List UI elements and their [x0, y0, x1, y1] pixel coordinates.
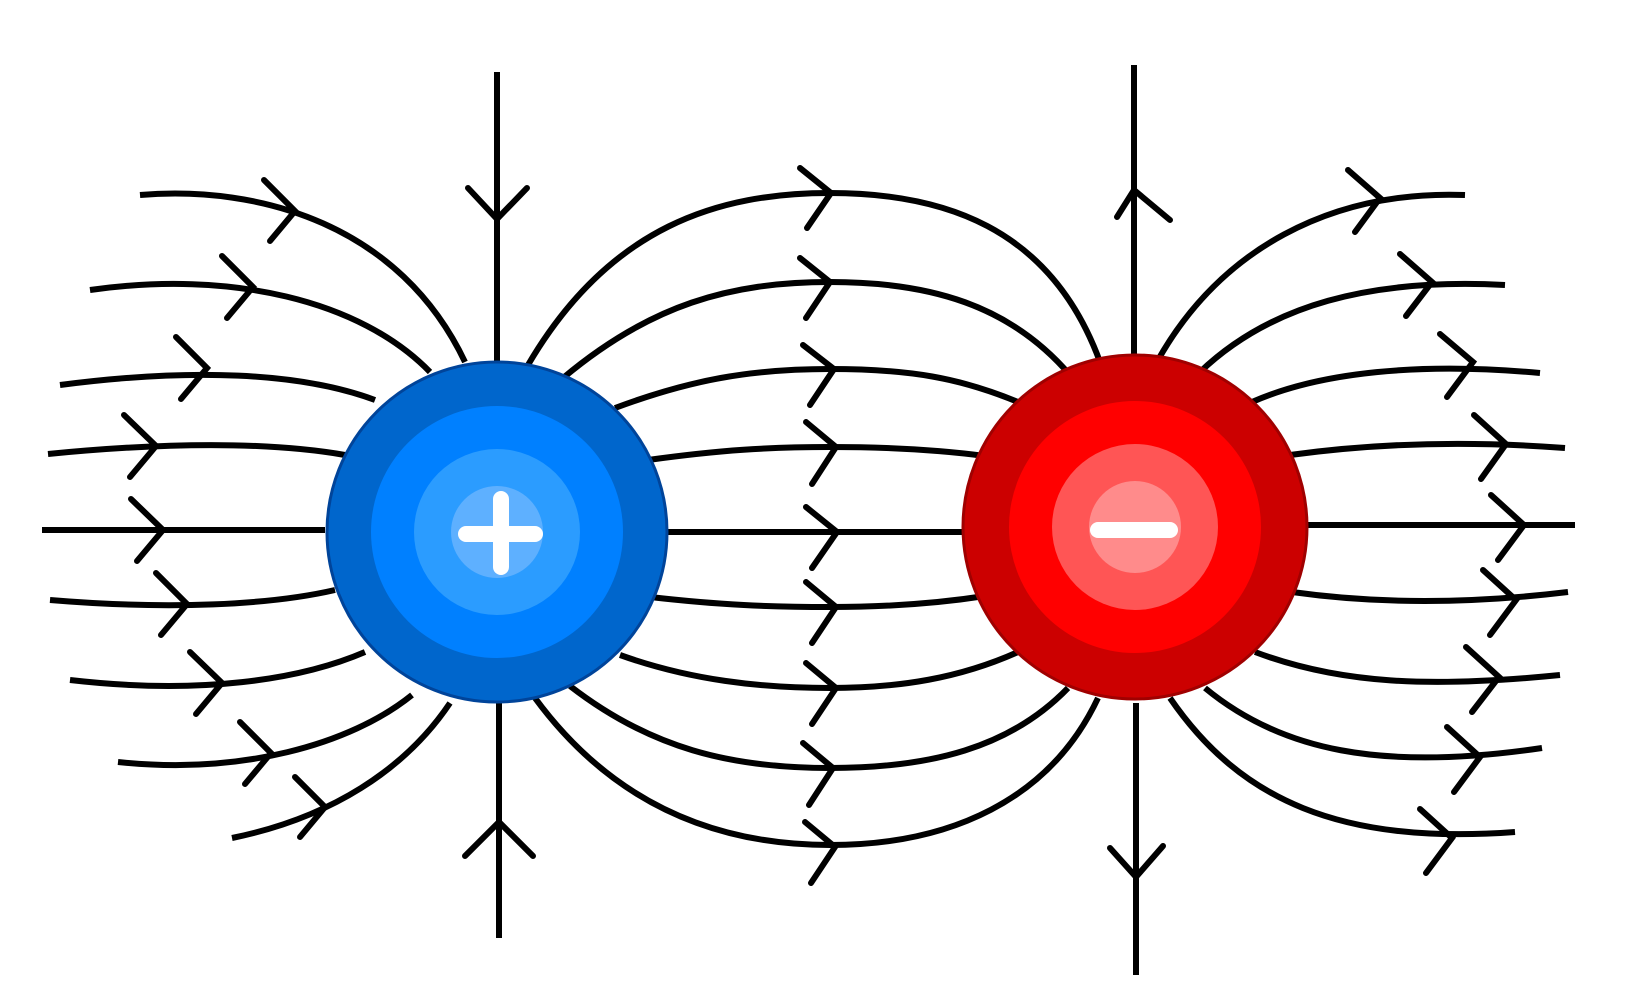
arrow-icon [803, 504, 842, 571]
arrow-icon [1480, 567, 1521, 638]
left-arrows [121, 177, 330, 840]
arrow-icon [173, 334, 212, 402]
field-line-right-2 [1197, 280, 1506, 375]
field-line-left-2 [89, 280, 433, 375]
arrow-icon [803, 419, 840, 487]
right-arrows [1345, 167, 1529, 876]
arrow-up-icon [462, 817, 536, 859]
arrow-icon [1417, 806, 1457, 876]
arrow-down-icon [1107, 843, 1166, 882]
field-line-mid-2 [561, 278, 1073, 381]
plus-icon [458, 491, 543, 575]
field-line-right-7 [1253, 649, 1561, 685]
field-line-right-1 [1155, 191, 1466, 362]
arrow-icon [261, 177, 300, 244]
arrow-icon [292, 774, 330, 840]
arrow-icon [1488, 492, 1529, 563]
field-line-left-4 [47, 442, 346, 458]
field-line-right-3 [1250, 365, 1541, 405]
arrow-icon [802, 819, 839, 886]
vertical-arrows [462, 185, 1173, 882]
field-line-right-6 [1291, 589, 1569, 605]
field-line-left-9 [231, 701, 453, 841]
field-line-left-6 [49, 587, 336, 609]
arrow-icon [153, 570, 192, 638]
field-line-left-3 [59, 371, 377, 403]
arrow-up-icon [1114, 185, 1173, 223]
arrow-icon [187, 649, 227, 717]
arrow-icon [800, 740, 837, 808]
negative-charge [961, 353, 1309, 701]
arrow-icon [128, 496, 168, 564]
arrow-icon [237, 719, 276, 787]
arrow-icon [800, 342, 839, 408]
field-line-right-8 [1203, 685, 1543, 761]
arrow-icon [797, 165, 836, 231]
vertical-field-lines [494, 65, 1139, 975]
field-line-mid-7 [618, 649, 1020, 692]
field-line-mid-4 [647, 443, 986, 463]
field-line-left-8 [117, 692, 414, 769]
field-line-right-9 [1167, 696, 1516, 838]
arrow-icon [1345, 167, 1385, 235]
field-line-left-1 [139, 190, 468, 364]
middle-arrows [797, 165, 842, 886]
arrow-icon [1463, 644, 1504, 715]
arrow-icon [1444, 724, 1485, 795]
arrow-icon [121, 412, 161, 480]
arrow-icon [803, 660, 840, 727]
arrow-icon [797, 255, 835, 321]
arrow-icon [803, 579, 840, 646]
arrow-icon [219, 253, 258, 321]
field-line-right-4 [1289, 440, 1566, 458]
arrow-icon [1437, 331, 1478, 400]
field-line-mid-3 [613, 365, 1020, 411]
left-field-lines [42, 190, 468, 841]
arrow-icon [1471, 412, 1510, 482]
field-line-left-7 [69, 649, 367, 689]
field-line-mid-6 [649, 593, 986, 611]
arrow-down-icon [465, 185, 530, 224]
positive-charge [325, 360, 669, 704]
right-field-lines [1155, 191, 1575, 838]
arrow-icon [1397, 251, 1437, 319]
